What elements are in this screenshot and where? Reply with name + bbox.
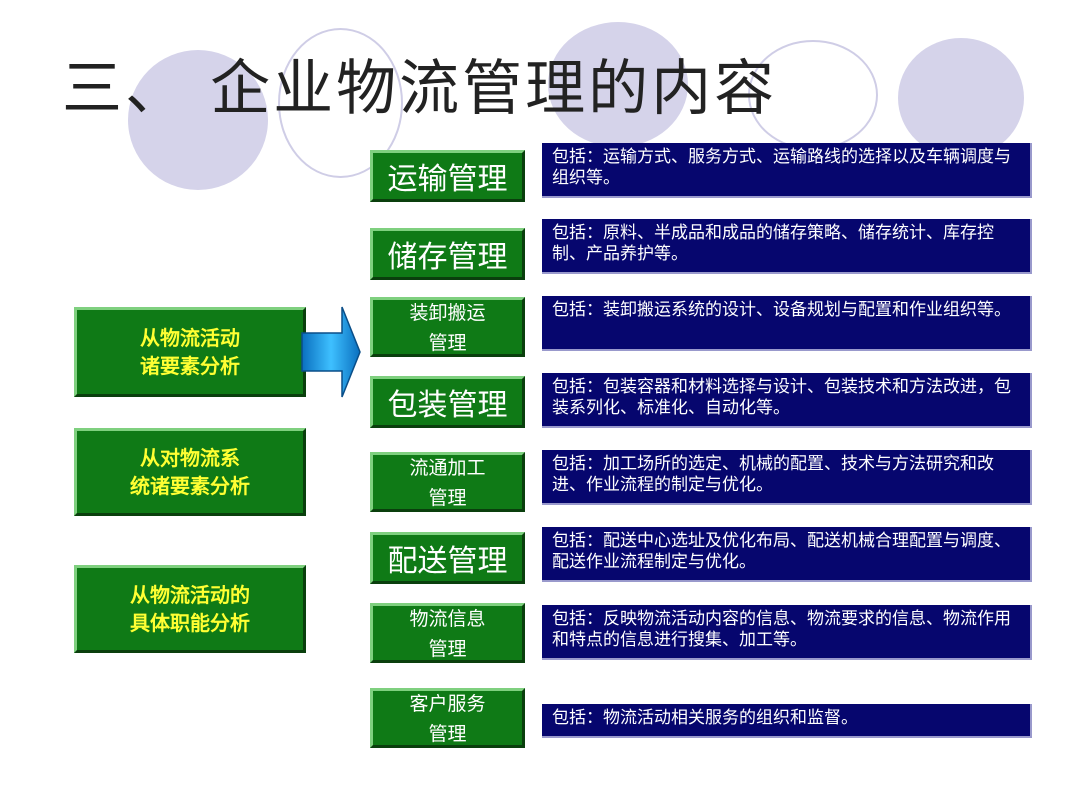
- decorative-circle: [128, 50, 268, 190]
- desc-processing: 包括：加工场所的选定、机械的配置、技术与方法研究和改进、作业流程的制定与优化。: [542, 450, 1032, 505]
- item-transport-management: 运输管理: [370, 150, 525, 202]
- decorative-circle: [898, 38, 1024, 158]
- desc-customer-service: 包括：物流活动相关服务的组织和监督。: [542, 704, 1032, 738]
- left-box-specific-functions: 从物流活动的 具体职能分析: [74, 565, 306, 653]
- desc-storage: 包括：原料、半成品和成品的储存策略、储存统计、库存控制、产品养护等。: [542, 219, 1032, 274]
- decorative-circle: [548, 22, 688, 147]
- desc-distribution: 包括：配送中心选址及优化布局、配送机械合理配置与调度、配送作业流程制定与优化。: [542, 527, 1032, 582]
- item-processing-management: 流通加工 管理: [370, 452, 525, 512]
- left-box-activity-elements: 从物流活动 诸要素分析: [74, 307, 306, 397]
- decorative-ring: [278, 28, 403, 178]
- item-distribution-management: 配送管理: [370, 532, 525, 584]
- item-customer-service-management: 客户服务 管理: [370, 688, 525, 748]
- page-title: 三、 企业物流管理的内容: [62, 54, 778, 124]
- desc-handling: 包括：装卸搬运系统的设计、设备规划与配置和作业组织等。: [542, 296, 1032, 351]
- item-storage-management: 储存管理: [370, 228, 525, 280]
- item-handling-management: 装卸搬运 管理: [370, 297, 525, 357]
- desc-information: 包括：反映物流活动内容的信息、物流要求的信息、物流作用和特点的信息进行搜集、加工…: [542, 605, 1032, 660]
- item-packaging-management: 包装管理: [370, 376, 525, 428]
- right-arrow-icon: [301, 306, 361, 398]
- item-information-management: 物流信息 管理: [370, 603, 525, 663]
- desc-transport: 包括：运输方式、服务方式、运输路线的选择以及车辆调度与组织等。: [542, 143, 1032, 198]
- desc-packaging: 包括：包装容器和材料选择与设计、包装技术和方法改进，包装系列化、标准化、自动化等…: [542, 373, 1032, 428]
- left-box-system-elements: 从对物流系 统诸要素分析: [74, 428, 306, 516]
